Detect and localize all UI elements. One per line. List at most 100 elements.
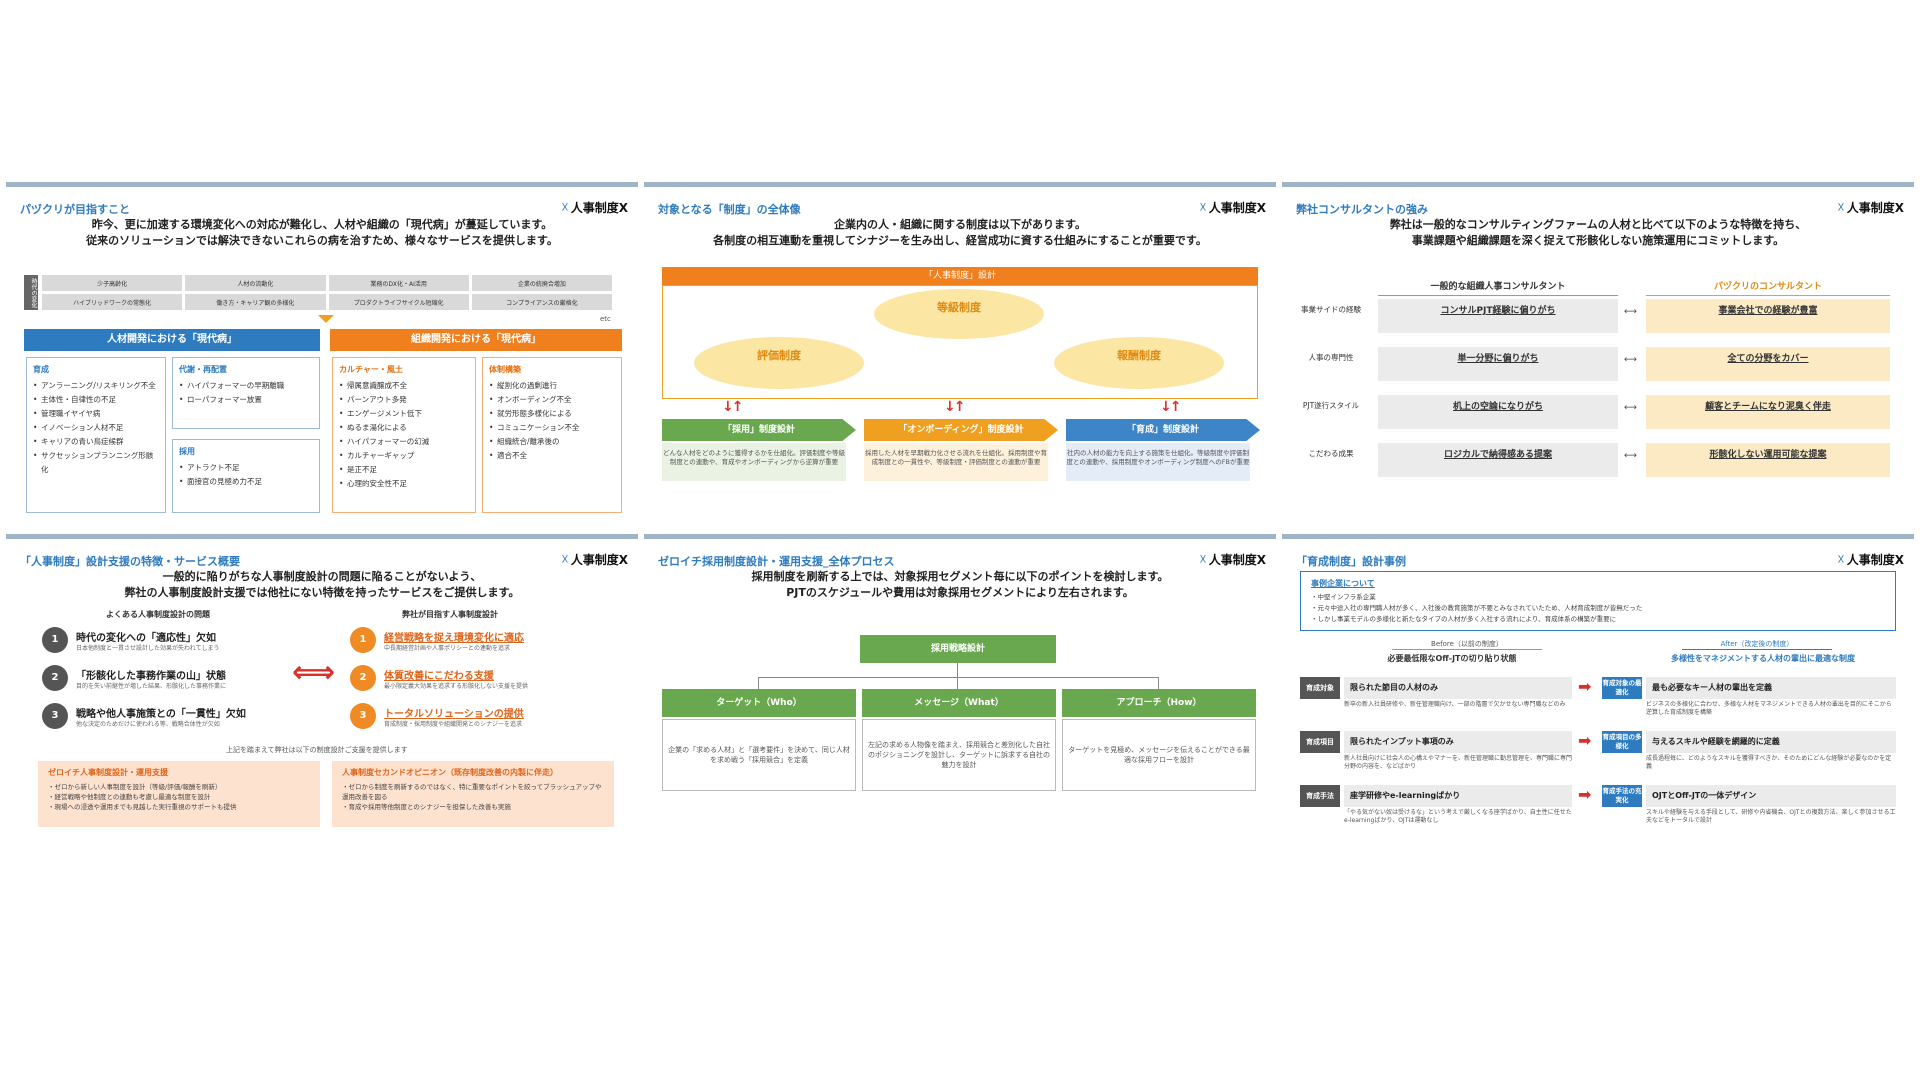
slide-system-overview[interactable]: 対象となる「制度」の全体像 ☓人事制度X 企業内の人・組織に関する制度は以下があ… [644,182,1276,534]
panel-title: カルチャー・風土 [339,365,403,374]
panel-item: エンゲージメント低下 [339,407,469,421]
service-box-item: ・現場への浸透や運用までも見越した実行重視のサポートも提供 [48,803,237,811]
case-item: ・しかし事業モデルの多様化と新たなタイプの人材が多く入社する流れにより、育成体系… [1311,615,1617,623]
slide-lead: 採用制度を刷新する上では、対象採用セグメント毎に以下のポイントを検討します。 P… [751,570,1169,599]
cell-title: 形骸化しない運用可能な提案 [1709,450,1827,460]
logo: ☓人事制度X [1199,199,1266,216]
logo: ☓人事制度X [1837,551,1904,568]
problem-number: 1 [42,627,68,653]
double-arrow-icon: ⟷ [1624,451,1637,461]
cell-title: 顧客とチームになり泥臭く伴走 [1705,402,1831,412]
before-label: Before（以前の制度） [1392,639,1542,650]
row-label: 事業サイドの経験 [1301,305,1361,314]
eval-ellipse: 評価制度 [694,337,864,389]
right-head: 弊社が目指す人事制度設計 [402,610,498,619]
after-label: After（改定後の制度） [1682,639,1832,650]
logo-icon: ☓ [1837,199,1845,216]
panel-item: ハイパフォーマーの幻滅 [339,435,469,449]
solution-desc: 中長期経営計画や人事ポリシーとの連動を追求 [384,645,510,652]
slide-title: ゼロイチ採用制度設計・運用支援_全体プロセス [658,555,895,568]
after-item: 最も必要なキー人材の輩出を定義 [1646,677,1896,699]
logo: ☓人事制度X [1199,551,1266,568]
slide-service-features[interactable]: 「人事制度」設計支援の特徴・サービス概要 ☓人事制度X 一般的に陥りがちな人事制… [6,534,638,882]
trend-grid: 少子高齢化 人材の流動化 業務のDX化・AI活用 企業の統廃合増加 ハイブリッド… [42,275,612,310]
reward-ellipse: 報酬制度 [1054,337,1224,389]
cell-general: 単一分野に偏りがち [1378,347,1618,381]
before-item: 座学研修やe-learningばかり [1344,785,1572,807]
solution-number: 3 [350,703,376,729]
cell-title: 机上の空論になりがち [1452,402,1543,412]
after-tag: 育成項目の多様化 [1602,731,1642,753]
right-arrow-icon: ➡ [1578,677,1592,696]
slide-hiring-process[interactable]: ゼロイチ採用制度設計・運用支援_全体プロセス ☓人事制度X 採用制度を刷新する上… [644,534,1276,882]
slide-case-study[interactable]: 「育成制度」設計事例 ☓人事制度X 事例企業について ・中堅インフラ系企業 ・元… [1282,534,1914,882]
connector [957,677,958,689]
updown-arrow-icon: ↓↑ [722,399,744,415]
panel-item: サクセッションプランニング形骸化 [33,449,159,477]
desc-onboarding: 採用した人材を早期戦力化させる流れを仕組化。採用制度や育成制度との一貫性や、等級… [864,443,1048,481]
panel-title: 採用 [179,447,195,456]
desc-ikusei: 社内の人材の能力を向上する施策を仕組化。等級制度や評価制度との連動や、採用制度や… [1066,443,1250,481]
trend-item: ハイブリッドワークの常態化 [42,294,183,310]
after-item: OJTとOff-JTの一体デザイン [1646,785,1896,807]
panel-ikusei: 育成 アンラーニング/リスキリング不全 主体性・自律性の不足 管理職イヤイヤ病 … [26,357,166,513]
panel-item: 縦割化の過剰進行 [489,379,615,393]
panel-item: キャリアの青い鳥症候群 [33,435,159,449]
panel-taisei: 体制構築 縦割化の過剰進行 オンボーディング不全 就労形態多様化による コミュニ… [482,357,622,513]
problem-title: 「形骸化した事務作業の山」状態 [76,671,226,682]
solution-desc: 最小限定義大効果を追求する形骸化しない支援を提供 [384,683,529,690]
solution-number: 2 [350,665,376,691]
panel-item: 組織統合/離承後の [489,435,615,449]
solution-title: トータルソリューションの提供 [384,709,524,720]
solution-title: 体質改善にこだわる支援 [384,671,494,682]
service-box-title: ゼロイチ人事制度設計・運用支援 [48,768,168,777]
service-box-title: 人事制度セカンドオピニオン（既存制度改善の内製に伴走） [342,768,558,777]
slide-lead: 一般的に陥りがちな人事制度設計の問題に陥ることがないよう、 弊社の人事制度設計支… [124,570,520,599]
panel-item: 管理職イヤイヤ病 [33,407,159,421]
panel-title: 代謝・再配置 [179,365,227,374]
connector [957,663,958,677]
right-arrow-icon: ➡ [1578,731,1592,750]
before-desc: 新卒の新入社員研修や、新任管理職向け、一部の階層で欠かせない専門職などのみ [1344,701,1566,708]
row-tag: 育成手法 [1300,785,1340,807]
panel-item: ローパフォーマー放置 [179,393,313,407]
panel-item: 帰属意識醸成不全 [339,379,469,393]
trend-item: プロダクトライフサイクル短縮化 [328,294,469,310]
problem-desc: 目的を失い前継性が増した結果、形骸化した事務作業に [76,683,227,690]
panel-item: ハイパフォーマーの早期離職 [179,379,313,393]
double-arrow-icon: ⟷ [1624,355,1637,365]
logo-text: 人事制度X [1208,553,1266,567]
problem-number: 2 [42,665,68,691]
node-what: メッセージ（What） [862,689,1056,717]
double-arrow-icon: ⟷ [1624,403,1637,413]
connector [1158,677,1159,689]
node-how: アプローチ（How） [1062,689,1256,717]
tag-ikusei: 「育成」制度設計 [1066,419,1260,441]
desc-what: 左記の求める人物像を踏まえ、採用競合と差別化した自社のポジショニングを設計し、タ… [862,719,1056,791]
problem-number: 3 [42,703,68,729]
cell-title: 事業会社での経験が豊富 [1718,306,1818,316]
slide-grid: パヅクリが目指すこと ☓人事制度X 昨今、更に加速する環境変化への対応が難化し、… [6,182,1914,882]
row-label: 人事の専門性 [1308,353,1354,362]
panel-item: 是正不足 [339,463,469,477]
bidirectional-arrow-icon: ⟺ [292,655,336,690]
logo-text: 人事制度X [1846,553,1904,567]
problem-title: 戦略や他人事施策との「一貫性」欠如 [76,709,246,720]
after-item: 与えるスキルや経験を網羅的に定義 [1646,731,1896,753]
before-title: 必要最低限なOff-JTの切り貼り状態 [1387,654,1517,663]
panel-item: 心理的安全性不足 [339,477,469,491]
node-who: ターゲット（Who） [662,689,856,717]
row-label: こだわる成果 [1308,449,1354,458]
slide-vision[interactable]: パヅクリが目指すこと ☓人事制度X 昨今、更に加速する環境変化への対応が難化し、… [6,182,638,534]
right-header: 組織開発における「現代病」 [330,329,622,351]
logo: ☓人事制度X [1837,199,1904,216]
solution-title: 経営戦略を捉え環境変化に適応 [384,633,524,644]
panel-item: 面接官の見極め力不足 [179,475,313,489]
slide-strengths[interactable]: 弊社コンサルタントの強み ☓人事制度X 弊社は一般的なコンサルティングファームの… [1282,182,1914,534]
trend-item: 働き方・キャリア観の多様化 [185,294,326,310]
after-desc: 成長過程毎に、どのようなスキルを獲得すべきか、そのためにどんな経験が必要なのかを… [1646,755,1892,770]
cell-general: ロジカルで納得感ある提案 [1378,443,1618,477]
cell-title: 単一分野に偏りがち [1457,354,1539,364]
after-desc: ビジネスの多様化に合わせ、多様な人材をマネジメントできる人材の輩出を目的にそこか… [1646,701,1892,716]
case-item: ・中堅インフラ系企業 [1311,593,1376,601]
